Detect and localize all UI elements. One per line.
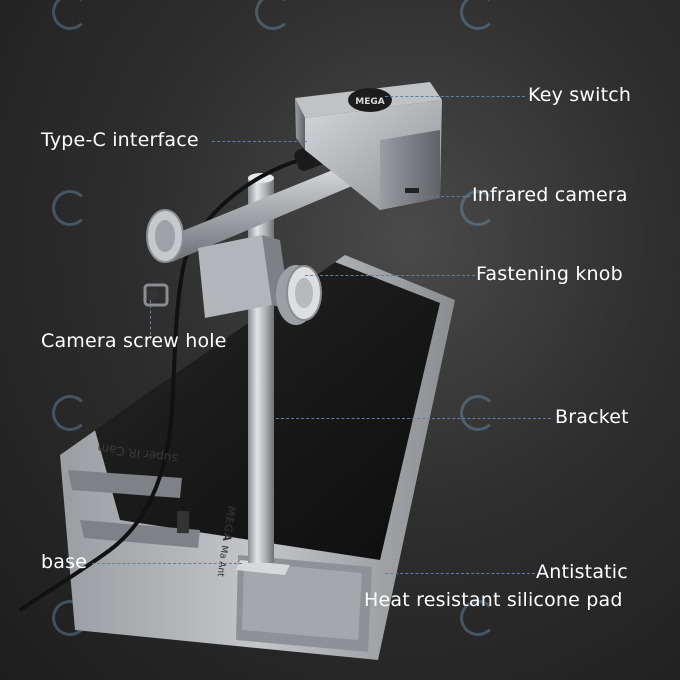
- watermark-refresh-icon: [52, 395, 88, 431]
- clamp-block: [198, 235, 272, 318]
- label-infrared-camera: Infrared camera: [472, 184, 628, 206]
- camera-screw-hole: [145, 289, 159, 301]
- label-base: base: [41, 551, 88, 573]
- camera-side: [295, 98, 305, 150]
- leader-base: [92, 563, 242, 564]
- leader-antistatic: [385, 573, 535, 574]
- label-key-switch: Key switch: [528, 84, 632, 106]
- left-knob-face: [155, 220, 175, 252]
- leader-key-switch: [385, 96, 525, 97]
- label-type-c-interface: Type-C interface: [41, 129, 199, 151]
- label-fastening-knob: Fastening knob: [476, 263, 623, 285]
- leader-camera-screw-hole: [150, 300, 151, 340]
- label-antistatic: Antistatic: [536, 561, 628, 583]
- key-switch-logo: MEGA: [355, 97, 384, 107]
- tray-logo-mark: [176, 511, 190, 534]
- tray-printing: [176, 511, 190, 534]
- fastening-knob-face: [295, 278, 313, 308]
- tray-compartment: [80, 520, 200, 548]
- tray-logo-text: MEGA: [220, 505, 238, 543]
- watermark-refresh-icon: [52, 600, 88, 636]
- watermark-refresh-icon: [52, 0, 88, 30]
- leader-infrared-camera: [410, 196, 470, 197]
- leader-bracket: [276, 418, 551, 419]
- infrared-lens: [405, 188, 419, 193]
- screw-hole-collar: [143, 283, 169, 307]
- camera-front-face: [380, 130, 440, 210]
- camera-arm: [165, 165, 352, 262]
- watermark-refresh-icon: [460, 600, 496, 636]
- watermark-refresh-icon: [255, 0, 291, 30]
- watermark-refresh-icon: [460, 395, 496, 431]
- watermark-refresh-icon: [52, 190, 88, 226]
- post-foot: [236, 560, 290, 575]
- leader-fastening-knob: [305, 275, 475, 276]
- label-bracket: Bracket: [555, 406, 629, 428]
- tray-brand-text: Ma Ant: [215, 545, 229, 578]
- key-switch: [348, 88, 392, 112]
- tray-compartment-inner: [242, 562, 362, 640]
- label-silicone-pad: Heat resistant silicone pad: [364, 589, 623, 611]
- watermark-refresh-icon: [460, 190, 496, 226]
- usb-cable: [18, 158, 301, 612]
- leader-type-c: [212, 141, 307, 142]
- label-camera-screw-hole: Camera screw hole: [41, 330, 227, 352]
- watermark-refresh-icon: [460, 0, 496, 30]
